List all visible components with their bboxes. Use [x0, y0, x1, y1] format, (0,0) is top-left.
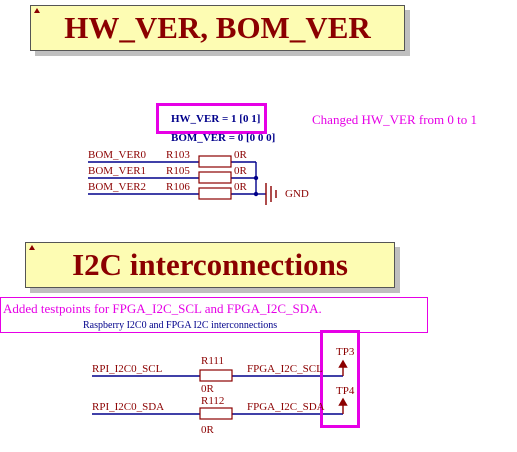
bom-strap-ref: R105: [166, 165, 190, 177]
bom-strap-net: BOM_VER1: [88, 165, 147, 177]
hw-ver-label: HW_VER = 1 [0 1]: [171, 113, 261, 125]
hw-ver-highlight-box: [156, 103, 267, 134]
testpoint-label: TP4: [336, 385, 355, 397]
i2c-ref: R111: [201, 355, 225, 367]
hw-ver-banner-title: HW_VER, BOM_VER: [64, 10, 371, 45]
bom-strap-value: 0R: [234, 165, 247, 177]
i2c-value: 0R: [201, 383, 214, 395]
bom-strap-value: 0R: [234, 149, 247, 161]
bom-ver-label: BOM_VER = 0 [0 0 0]: [171, 132, 276, 144]
i2c-left-net: RPI_I2C0_SDA: [92, 401, 165, 413]
bom-strap-value: 0R: [234, 181, 247, 193]
bom-strap-net: BOM_VER0: [88, 149, 147, 161]
i2c-testpoint-note: Added testpoints for FPGA_I2C_SCL and FP…: [3, 301, 322, 316]
i2c-value: 0R: [201, 424, 214, 436]
i2c-left-net: RPI_I2C0_SCL: [92, 363, 163, 375]
banner-marker-icon: [34, 8, 40, 13]
testpoint-label: TP3: [336, 346, 355, 358]
bom-strap-ref: R103: [166, 149, 190, 161]
i2c-subtitle: Raspberry I2C0 and FPGA I2C interconnect…: [83, 320, 278, 331]
hw-ver-change-note: Changed HW_VER from 0 to 1: [312, 112, 478, 127]
hw-ver-banner: HW_VER, BOM_VER: [30, 5, 405, 51]
i2c-right-net: FPGA_I2C_SDA: [247, 401, 325, 413]
bom-strap-net: BOM_VER2: [88, 181, 147, 193]
i2c-ref: R112: [201, 395, 225, 407]
i2c-banner-title: I2C interconnections: [72, 247, 348, 282]
i2c-right-net: FPGA_I2C_SCL: [247, 363, 323, 375]
banner-marker-icon: [29, 245, 35, 250]
gnd-label: GND: [285, 188, 309, 200]
testpoint-highlight-box: [320, 330, 360, 428]
i2c-note-box: [0, 297, 428, 333]
bom-strap-ref: R106: [166, 181, 190, 193]
i2c-banner: I2C interconnections: [25, 242, 395, 288]
